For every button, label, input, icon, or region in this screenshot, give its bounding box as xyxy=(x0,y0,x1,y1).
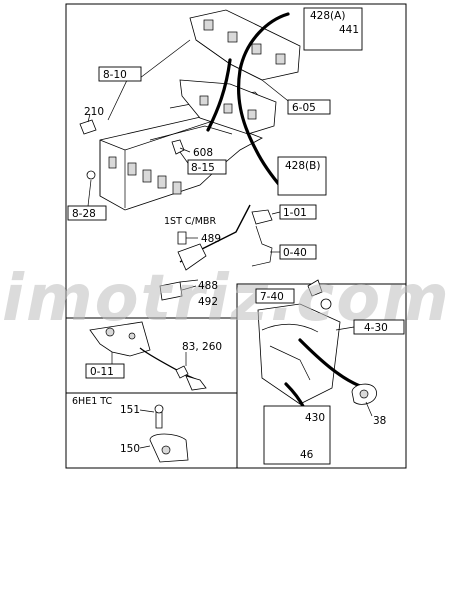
callouts-inset-ml: 83, 260 0-11 xyxy=(85,341,222,379)
callout-46: 46 xyxy=(300,449,314,461)
callouts-main: 428(A) 441 8-10 6-05 210 608 8-15 428(B)… xyxy=(67,7,363,308)
callout-210: 210 xyxy=(84,106,104,118)
inset-br-drawing xyxy=(257,279,377,465)
callout-1st-cmbr: 1ST C/MBR xyxy=(164,216,216,227)
callout-150: 150 xyxy=(120,443,140,455)
callout-8-10: 8-10 xyxy=(103,69,127,81)
callout-1-01: 1-01 xyxy=(283,207,307,219)
callout-608: 608 xyxy=(193,147,213,159)
callout-4-30: 4-30 xyxy=(364,322,388,334)
callout-0-11: 0-11 xyxy=(90,366,114,378)
callout-7-40: 7-40 xyxy=(260,291,284,303)
callout-38: 38 xyxy=(373,415,386,427)
callout-430: 430 xyxy=(305,412,325,424)
callout-492: 492 xyxy=(198,296,218,308)
diagram-frame xyxy=(65,3,407,469)
inset-ml-drawing xyxy=(89,321,207,391)
callout-428b: 428(B) xyxy=(285,160,320,172)
callout-8-15: 8-15 xyxy=(191,162,215,174)
callout-83-260: 83, 260 xyxy=(182,341,222,353)
inset-6he1-drawing xyxy=(139,404,189,463)
callout-441: 441 xyxy=(339,24,359,36)
callout-0-40: 0-40 xyxy=(283,247,307,259)
callout-6-05: 6-05 xyxy=(292,102,316,114)
callout-151: 151 xyxy=(120,404,140,416)
inset-title-6he1-tc: 6HE1 TC xyxy=(72,396,113,407)
callouts-inset-br: 7-40 4-30 38 430 46 xyxy=(255,288,405,461)
callout-489: 489 xyxy=(201,233,221,245)
callout-8-28: 8-28 xyxy=(72,208,96,220)
callouts-inset-6he1: 6HE1 TC 151 150 xyxy=(72,396,140,455)
crossmember-drawing xyxy=(79,9,340,301)
callout-428a: 428(A) xyxy=(310,10,345,22)
callout-488: 488 xyxy=(198,280,218,292)
